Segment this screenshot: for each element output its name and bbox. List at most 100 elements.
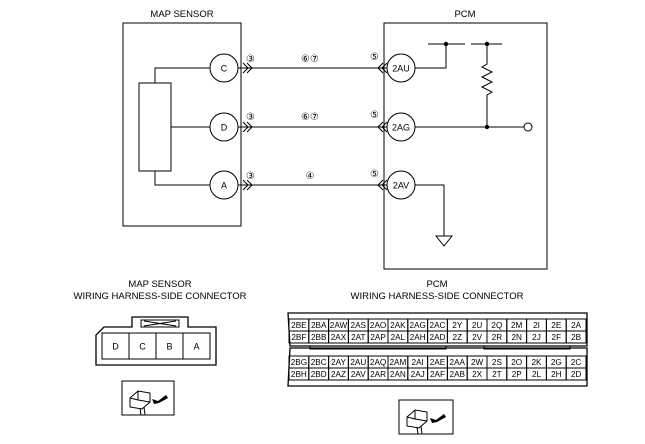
svg-text:2AG: 2AG — [392, 123, 410, 133]
wire-a-2av: ③ ④ ⑤ — [238, 169, 388, 191]
pcm-connector-pin-label: 2J — [532, 333, 541, 342]
pcm-connector-pin-label: 2BF — [291, 333, 306, 342]
pcm-connector-pin-label: 2AI — [412, 358, 424, 367]
svg-text:2AV: 2AV — [393, 181, 409, 191]
wire-a-mid-num: ④ — [306, 171, 315, 182]
wire-a-right-num: ⑤ — [370, 169, 379, 180]
svg-text:C: C — [221, 64, 228, 74]
pcm-connector-title-2: WIRING HARNESS-SIDE CONNECTOR — [351, 291, 524, 302]
pcm-connector-pin-label: 2L — [532, 370, 542, 379]
map-connector-face: D C B A — [95, 316, 217, 366]
svg-text:D: D — [221, 123, 228, 133]
pcm-connector-pin-label: 2BE — [291, 321, 307, 330]
wire-c-mid-num: ⑥⑦ — [301, 54, 319, 65]
map-connector-pin-c: C — [139, 342, 146, 352]
pcm-title: PCM — [454, 9, 475, 20]
pcm-connector-pin-label: 2I — [533, 321, 540, 330]
map-connector-title-2: WIRING HARNESS-SIDE CONNECTOR — [74, 291, 247, 302]
pcm-connector-pin-label: 2K — [531, 358, 542, 367]
pcm-connector-pin-label: 2P — [512, 370, 523, 379]
pcm-connector-pin-label: 2BA — [311, 321, 327, 330]
pcm-connector-pin-label: 2AF — [430, 370, 445, 379]
map-connector-title-1: MAP SENSOR — [128, 279, 191, 290]
sensor-pin-a: A — [209, 170, 239, 200]
pcm-connector-pin-label: 2C — [571, 358, 582, 367]
pcm-pin-2ag: 2AG — [386, 112, 416, 142]
pcm-connector-pin-label: 2Y — [452, 321, 463, 330]
pcm-connector-pin-label: 2AW — [330, 321, 348, 330]
pcm-connector-pin-label: 2G — [551, 358, 562, 367]
pcm-connector-pin-label: 2BH — [291, 370, 307, 379]
wire-d-mid-num: ⑥⑦ — [301, 112, 319, 123]
pcm-connector-pin-label: 2AE — [430, 358, 446, 367]
wire-c-right-num: ⑤ — [370, 52, 379, 63]
pcm-connector-pin-label: 2Z — [453, 333, 463, 342]
pcm-connector-pin-label: 2AR — [370, 370, 386, 379]
map-sensor-title: MAP SENSOR — [150, 9, 213, 20]
pcm-connector-pin-label: 2O — [511, 358, 522, 367]
pcm-connector-pin-label: 2BC — [311, 358, 327, 367]
svg-text:2AU: 2AU — [392, 64, 410, 74]
pcm-connector-pin-label: 2M — [511, 321, 523, 330]
pcm-connector-pin-label: 2U — [472, 321, 483, 330]
pcm-connector-pin-label: 2H — [551, 370, 562, 379]
pcm-connector-pin-label: 2AT — [351, 333, 365, 342]
pcm-connector-pin-label: 2S — [492, 358, 503, 367]
map-connector-pin-d: D — [112, 342, 119, 352]
map-connector-pin-a: A — [193, 342, 199, 352]
pcm-pin-2av: 2AV — [386, 170, 416, 200]
sensor-pin-c: C — [209, 53, 239, 83]
map-connector-pin-b: B — [166, 342, 172, 352]
map-connector-probe-icon — [121, 380, 175, 416]
pcm-connector-pin-label: 2AA — [450, 358, 466, 367]
pcm-connector-pin-label: 2AL — [391, 333, 406, 342]
pcm-connector-pin-label: 2E — [551, 321, 562, 330]
pcm-connector-pin-label: 2AJ — [411, 370, 425, 379]
wire-a-left-num: ③ — [246, 171, 255, 182]
pcm-connector-pin-label: 2X — [472, 370, 483, 379]
pcm-connector-pin-label: 2AO — [370, 321, 386, 330]
pcm-connector-pin-label: 2V — [472, 333, 483, 342]
pcm-connector-pin-label: 2AQ — [370, 358, 386, 367]
wire-d-2ag: ③ ⑥⑦ ⑤ — [238, 110, 388, 133]
pcm-connector-pin-label: 2T — [492, 370, 502, 379]
pcm-connector-pin-label: 2A — [571, 321, 582, 330]
wire-c-left-num: ③ — [246, 54, 255, 65]
pcm-box — [383, 22, 548, 270]
pcm-connector-pin-label: 2AP — [370, 333, 386, 342]
pcm-connector-pin-label: 2AU — [350, 358, 366, 367]
map-sensor-element — [138, 82, 172, 172]
svg-text:A: A — [221, 181, 227, 191]
pcm-connector-pin-label: 2R — [492, 333, 503, 342]
pcm-connector-cell — [565, 367, 587, 381]
pcm-connector-pin-label: 2W — [471, 358, 484, 367]
pcm-connector-pin-label: 2Q — [491, 321, 502, 330]
pcm-connector-pin-label: 2D — [571, 370, 582, 379]
pcm-connector-cell — [565, 330, 587, 344]
pcm-connector-pin-label: 2AH — [410, 333, 426, 342]
pcm-connector-pin-label: 2N — [511, 333, 522, 342]
pcm-pin-2au: 2AU — [386, 53, 416, 83]
pcm-connector-pin-label: 2AY — [331, 358, 346, 367]
pcm-connector-pin-label: 2B — [571, 333, 582, 342]
pcm-connector-pin-label: 2AC — [430, 321, 446, 330]
pcm-connector-pin-label: 2AM — [389, 358, 406, 367]
pcm-connector-pin-label: 2BG — [291, 358, 307, 367]
pcm-connector-probe-icon — [398, 399, 454, 435]
pcm-connector-title-1: PCM — [426, 279, 447, 290]
sensor-pin-d: D — [209, 112, 239, 142]
pcm-internal-circuit — [415, 41, 533, 247]
pcm-connector-pin-label: 2AK — [390, 321, 406, 330]
wire-c-2au: ③ ⑥⑦ ⑤ — [238, 52, 388, 74]
pcm-connector-pin-label: 2AS — [351, 321, 367, 330]
wire-d-right-num: ⑤ — [370, 110, 379, 121]
pcm-connector-pin-label: 2AD — [430, 333, 446, 342]
pcm-connector-pin-label: 2AB — [450, 370, 466, 379]
pcm-connector-pin-label: 2AZ — [331, 370, 346, 379]
wire-d-left-num: ③ — [246, 112, 255, 123]
pcm-connector-pin-label: 2AG — [410, 321, 426, 330]
